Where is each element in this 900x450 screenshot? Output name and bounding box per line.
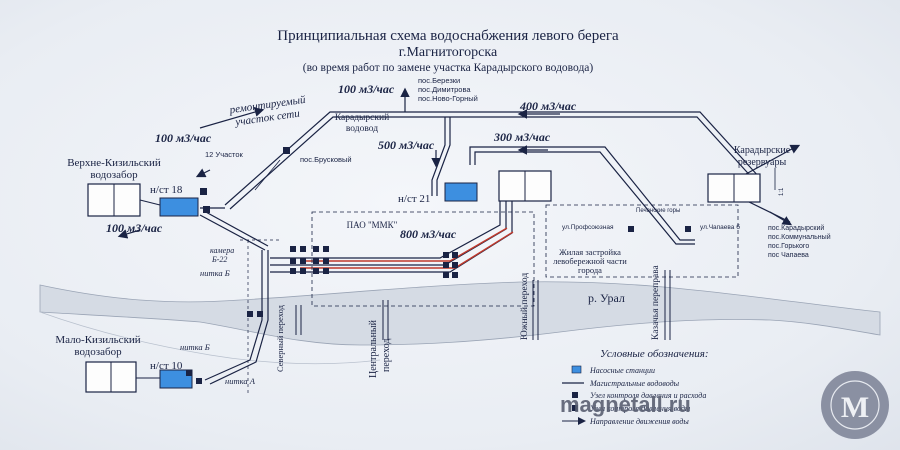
flow-arrows — [117, 87, 801, 239]
karadyr-res-1: Карадырские — [734, 145, 791, 156]
legend-item-3: Узел контроля давления и расхода — [590, 391, 706, 400]
settlement-right-4: пос Чапаева — [768, 252, 809, 259]
station-21-label: н/ст 21 — [398, 193, 430, 205]
crossing-north: Северный переход — [275, 304, 285, 372]
legend-node-swatch-2 — [572, 405, 578, 411]
crossing-karaganda: Казачья переправа — [651, 264, 661, 340]
flow-300: 300 м3/час — [493, 130, 551, 144]
nitka-b-top: нитка Б — [200, 268, 230, 278]
settlement-top-2: пос.Димитрова — [418, 85, 471, 94]
legend-item-4: Узел контроля давления воды — [590, 404, 691, 413]
river-ural — [39, 281, 881, 346]
pao-mmk: ПАО "ММК" — [347, 220, 398, 230]
karadyr-reservoirs — [707, 168, 776, 203]
flow-400: 400 м3/час — [519, 99, 577, 113]
kamera-1: камера — [210, 246, 234, 255]
flow-100-top: 100 м3/час — [338, 82, 395, 96]
flow-100-left: 100 м3/час — [155, 131, 212, 145]
karadyr-label-2: водовод — [346, 124, 378, 134]
pechanskie: Печанские горы — [636, 208, 680, 214]
settlement-top-1: пос.Березки — [418, 76, 460, 85]
legend: Условные обозначения: Насосные станции М… — [562, 348, 709, 426]
verkhne-label-1: Верхне-Кизильский — [67, 157, 161, 169]
legend-pump-swatch — [571, 365, 582, 374]
zone-3: города — [578, 265, 602, 275]
pump-station-21 — [444, 182, 478, 202]
mmk-zone — [311, 211, 535, 307]
legend-title: Условные обозначения: — [600, 348, 709, 360]
zone-1: Жилая застройка — [559, 247, 621, 257]
title-line1: Принципиальная схема водоснабжения левог… — [277, 28, 619, 44]
watermark-badge-letter: М — [841, 391, 869, 424]
legend-item-1: Насосные станции — [589, 366, 655, 375]
ul-profsoyuznaya: ул.Профсоюзная — [562, 224, 614, 231]
pump-station-10 — [159, 369, 193, 389]
pump-station-18 — [159, 197, 199, 217]
verkhne-label-2: водозабор — [90, 169, 138, 181]
settlement-top-3: пос.Ново-Горный — [418, 94, 478, 103]
flow-100-bottom: 100 м3/час — [106, 221, 163, 235]
reka-ural: р. Урал — [588, 291, 625, 305]
station-21-reservoir — [498, 170, 552, 202]
title-line3: (во время работ по замене участка Карады… — [303, 62, 594, 74]
watermark-badge: М — [821, 371, 889, 439]
settlement-right-3: пос.Горького — [768, 243, 809, 250]
malo-kizilsky-intake — [85, 361, 160, 393]
karadyr-res-2: резервуары — [738, 157, 787, 168]
title-line2: г.Магнитогорска — [399, 45, 498, 60]
ul-chapaeva: ул.Чапаева б — [700, 223, 740, 231]
settlement-right-1: пос.Карадырский — [768, 224, 824, 232]
verkhne-kizilsky-intake — [87, 183, 161, 217]
nitka-b-bottom: нитка Б — [180, 342, 210, 352]
zone-2: левобережной части — [553, 256, 627, 266]
legend-node-swatch-1 — [572, 392, 578, 398]
karadyr-label-1: Карадырский — [335, 112, 389, 123]
pos-bruskovy: пос.Брусковый — [300, 155, 352, 164]
crossing-central-1: Центральный — [368, 319, 379, 378]
flow-800: 800 м3/час — [400, 227, 457, 241]
legend-item-5: Направление движения воды — [589, 417, 689, 426]
crossing-south: Южный переход — [519, 273, 530, 340]
malo-label-1: Мало-Кизильский — [55, 334, 140, 346]
watermark-site: magnetall.ru — [560, 392, 691, 417]
scale-mark: 1:1 — [779, 187, 785, 196]
uchastok-12: 12 Участок — [205, 150, 244, 159]
crossing-central-2: переход — [381, 338, 392, 372]
river-crossings — [295, 270, 671, 340]
residential-zone — [545, 204, 739, 278]
station-18-label: н/ст 18 — [150, 184, 183, 196]
legend-item-2: Магистральные водоводы — [589, 379, 680, 388]
flow-500: 500 м3/час — [378, 138, 435, 152]
station-10-label: н/ст 10 — [150, 360, 183, 372]
nitka-a: нитка А — [225, 376, 256, 386]
kamera-2: Б-22 — [211, 255, 227, 264]
settlement-right-2: пос.Коммунальный — [768, 233, 831, 241]
control-nodes — [186, 147, 691, 384]
malo-label-2: водозабор — [74, 346, 122, 358]
